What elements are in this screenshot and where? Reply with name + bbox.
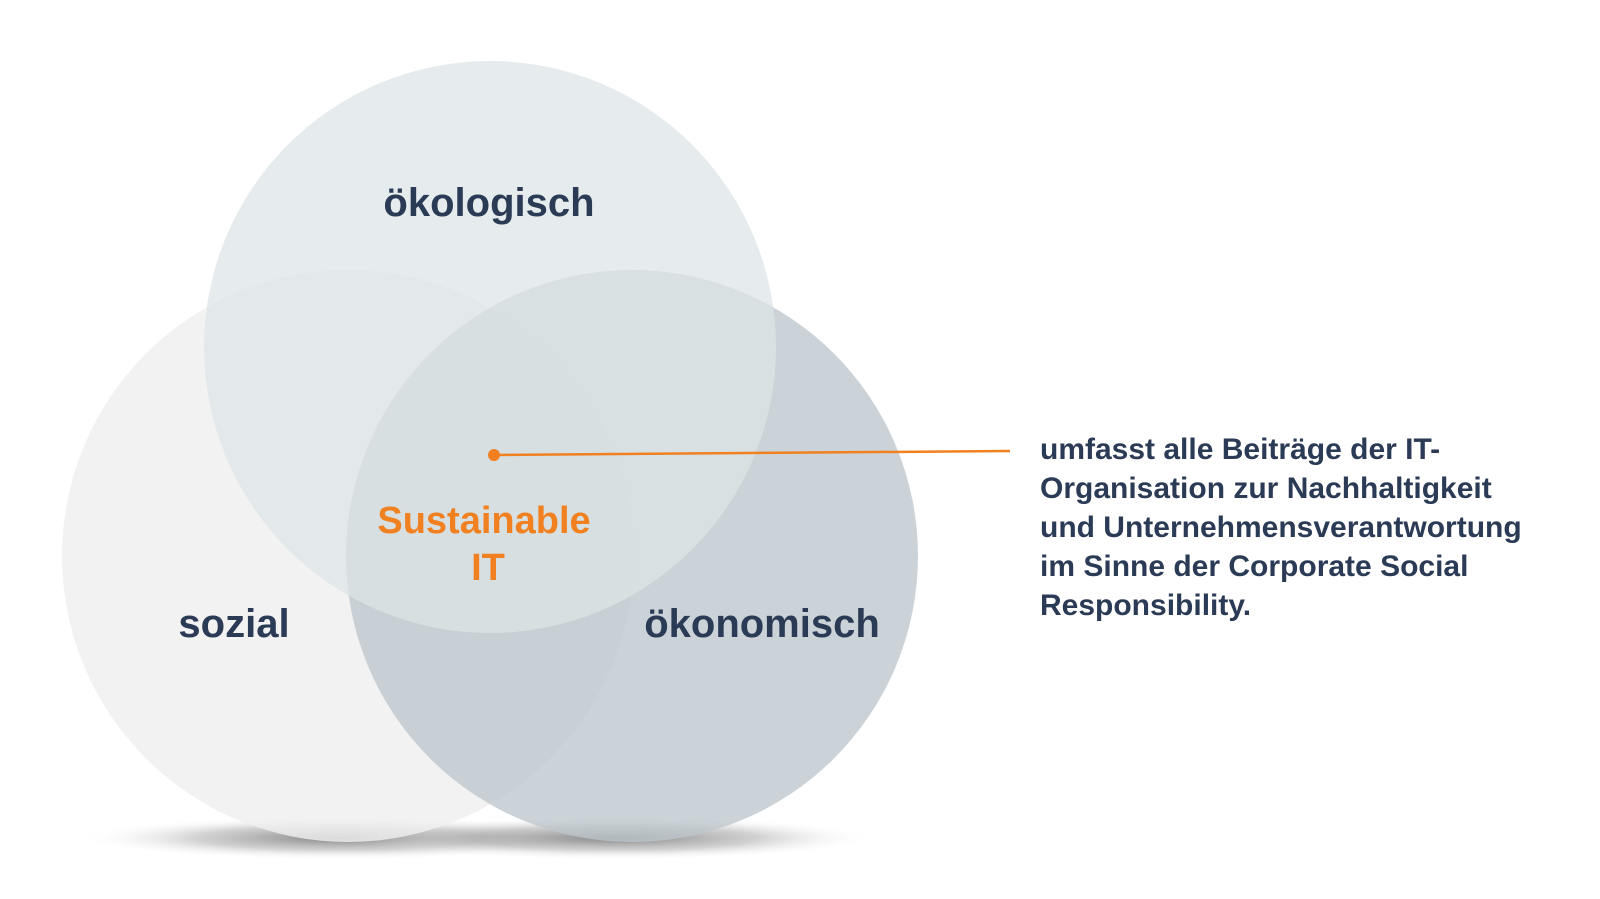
callout-connector-line [493, 449, 1011, 457]
callout-line-5: Responsibility. [1040, 589, 1252, 622]
callout-line-2: Organisation zur Nachhaltigkeit [1040, 472, 1492, 505]
callout-line-1: umfasst alle Beiträge der IT- [1040, 433, 1441, 466]
callout-line-4: im Sinne der Corporate Social [1040, 550, 1469, 583]
oekologisch-circle [204, 61, 776, 633]
sozial-label: sozial [178, 602, 289, 646]
oekologisch-label: ökologisch [383, 181, 594, 225]
callout-line-3: und Unternehmensverantwortung [1040, 511, 1522, 544]
oekonomisch-label: ökonomisch [644, 602, 880, 646]
center-label-line1: Sustainable [377, 500, 590, 542]
center-label-line2: IT [471, 547, 505, 589]
callout-description: umfasst alle Beiträge der IT- Organisati… [1040, 430, 1580, 625]
callout-anchor-dot [488, 449, 500, 461]
